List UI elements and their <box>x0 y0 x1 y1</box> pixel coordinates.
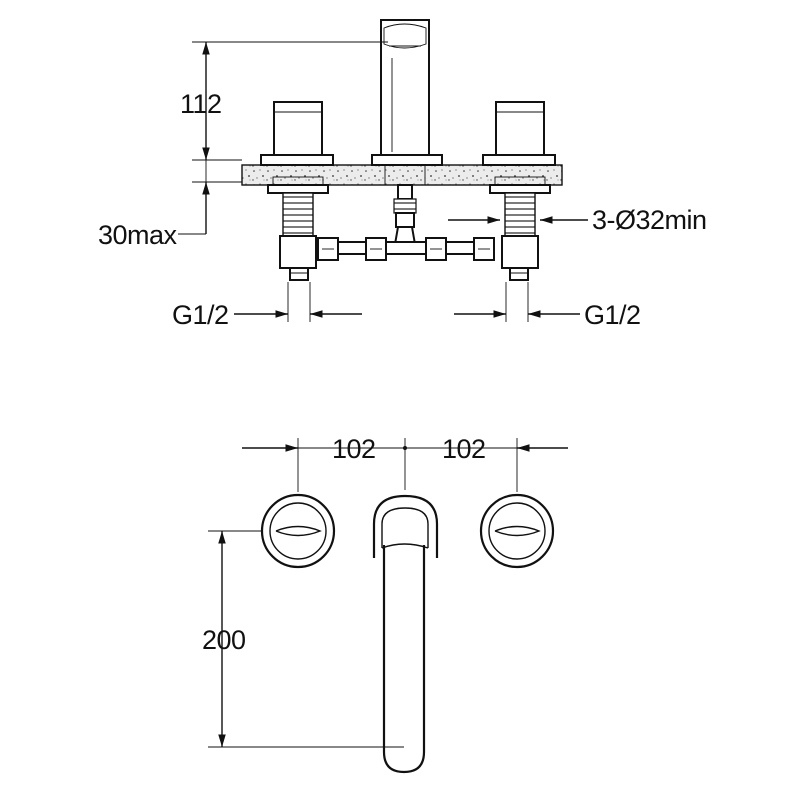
dimension-spout-height: 112 <box>180 41 388 161</box>
dimension-spout-reach: 200 <box>202 530 404 748</box>
dimension-inlet-left: G1/2 <box>172 282 362 330</box>
dimension-spacing-right-label: 102 <box>442 434 486 464</box>
dimension-handle-spacing: 102 102 <box>242 434 568 492</box>
left-handle-elevation <box>260 101 334 166</box>
left-valve-body <box>267 176 329 281</box>
spout-elevation <box>371 19 443 166</box>
right-valve-body <box>489 176 551 281</box>
spout-shank <box>384 164 426 251</box>
dimension-inlet-right: G1/2 <box>454 282 641 330</box>
dimension-inlet-left-label: G1/2 <box>172 300 229 330</box>
left-handle-plan <box>260 493 336 569</box>
dimension-spacing-left-label: 102 <box>332 434 376 464</box>
dimension-spout-reach-label: 200 <box>202 625 246 655</box>
dimension-hole-diameter: 3-Ø32min <box>448 205 707 235</box>
right-handle-plan <box>479 493 555 569</box>
right-handle-elevation <box>482 101 556 166</box>
dimension-inlet-right-label: G1/2 <box>584 300 641 330</box>
dimension-deck-thickness-label: 30max <box>98 220 178 250</box>
deck-slab <box>241 164 563 186</box>
spout-plan <box>372 494 439 774</box>
dimension-spout-height-label: 112 <box>180 89 222 119</box>
dimension-hole-diameter-label: 3-Ø32min <box>592 205 707 235</box>
plan-view: 102 102 200 <box>202 434 568 774</box>
dimension-deck-thickness: 30max <box>98 160 242 250</box>
connection-pipes <box>315 237 495 261</box>
elevation-view: 112 30max 3-Ø32min G1/2 <box>98 19 707 330</box>
